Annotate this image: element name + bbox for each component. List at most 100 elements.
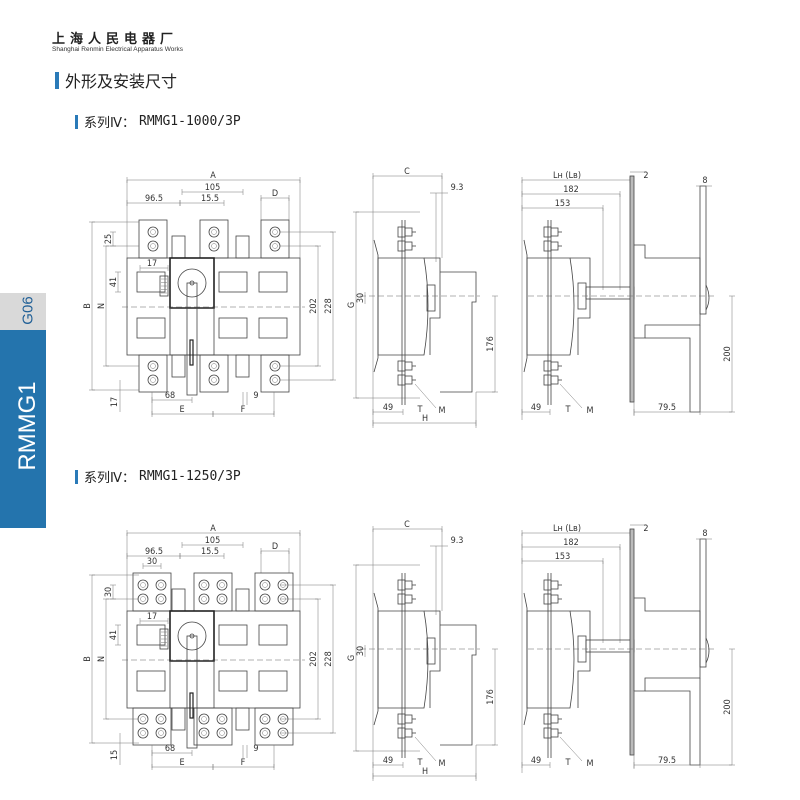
terminal-bolt-core [201,582,207,588]
handle-slot [189,692,194,719]
company-name-en: Shanghai Renmin Electrical Apparatus Wor… [52,46,184,53]
terminal-bolt-core [219,716,225,722]
terminal-bolt-core [262,716,268,722]
bolt-nut [404,728,413,738]
bolt-nut [550,227,559,237]
terminal-block-bottom [193,707,233,746]
terminal-bolt [259,727,271,739]
bolt-head [543,226,552,238]
terminal-bolt-core [201,716,207,722]
side-tab-page [0,293,46,330]
dimension-label: N [97,656,107,662]
terminal-bolt [198,593,210,605]
phase-barrier [171,354,186,378]
model-name: RMMG1-1250/3P [139,469,241,484]
dimension-label: E [179,405,184,415]
terminal-bolt-core [158,596,164,602]
window [218,317,248,339]
bolt-head [397,226,406,238]
terminal-bolt [216,727,228,739]
handle-bar [699,185,707,315]
dimension-label: 182 [563,538,578,548]
terminal-block-bottom [199,354,229,393]
section-title: 外形及安装尺寸 [65,72,178,91]
dimension-label: 49 [383,403,393,413]
dimension-label: 79.5 [658,403,676,413]
external-handle-lever [645,325,701,413]
terminal-bolt [147,226,159,238]
window [258,624,288,646]
dimension-label: 15.5 [201,194,219,204]
dimension-label: 68 [165,744,175,754]
leader-line [559,736,583,762]
dimension-label: 176 [486,336,496,351]
dimension-label: 2 [643,524,648,534]
dimension-label: D [272,189,278,199]
leader-line [414,383,437,409]
dimension-label: M [587,406,594,416]
dimension-label: M [439,759,446,769]
terminal-bolt [198,727,210,739]
bolt-head [397,593,406,605]
series-title-1: 系列Ⅳ： RMMG1-1000/3P [75,112,241,131]
bolt-head [543,374,552,386]
phase-barrier [235,707,250,731]
handle-side [440,624,477,746]
dimension-label: 30 [104,587,114,597]
dimension-label: A [210,524,216,534]
dimension-label: T [417,758,423,768]
terminal-bolt-core [150,377,156,383]
handle-side [440,271,477,393]
handle-shaft [186,282,198,396]
dimension-label: C [404,520,410,530]
terminal-bolt-core [140,582,146,588]
bolt-head [543,593,552,605]
bolt-nut [404,580,413,590]
terminal-bolt-core [211,363,217,369]
bolt-head [397,713,406,725]
handle-housing-lower [169,307,215,356]
terminal-block-bottom [132,707,172,746]
dimension-label: 8 [702,176,707,186]
terminal-bolt-core [201,596,207,602]
series-prefix: 系列Ⅳ： [84,471,135,486]
dimension-label: 9 [253,391,258,401]
handle-grip [705,637,710,664]
dimension-label: 202 [309,651,319,666]
dimension-label: C [404,167,410,177]
bolt-head [397,360,406,372]
terminal-bolt-core [150,229,156,235]
terminal-block-top [132,572,172,612]
terminal-bolt-core [201,730,207,736]
bolt-nut [550,714,559,724]
external-handle-lever [645,678,701,766]
terminal-bolt [137,727,149,739]
external-handle-base [634,244,701,339]
terminal-bolt-core [150,363,156,369]
handle-slot [189,339,194,366]
dimension-label: 182 [563,185,578,195]
bolt-head [397,579,406,591]
terminal-bolt [216,713,228,725]
switch-body-step [570,257,591,355]
bolt-head [543,579,552,591]
terminal-block-bottom [260,354,290,393]
terminal-block-top [254,572,294,612]
dimension-label: A [210,171,216,181]
phase-barrier [235,588,250,612]
window [258,317,288,339]
terminal-bolt-core [158,582,164,588]
bolt-nut [550,375,559,385]
window [218,271,248,293]
side-connector [426,284,436,312]
dimension-label: 30 [356,293,366,303]
dimension-label: 228 [324,651,334,666]
terminal-bolt-core [262,730,268,736]
bolt-head [543,713,552,725]
dimension-label: B [83,656,93,662]
bolt-head [397,240,406,252]
terminal-bolt-core [158,730,164,736]
bolt-head [397,727,406,739]
